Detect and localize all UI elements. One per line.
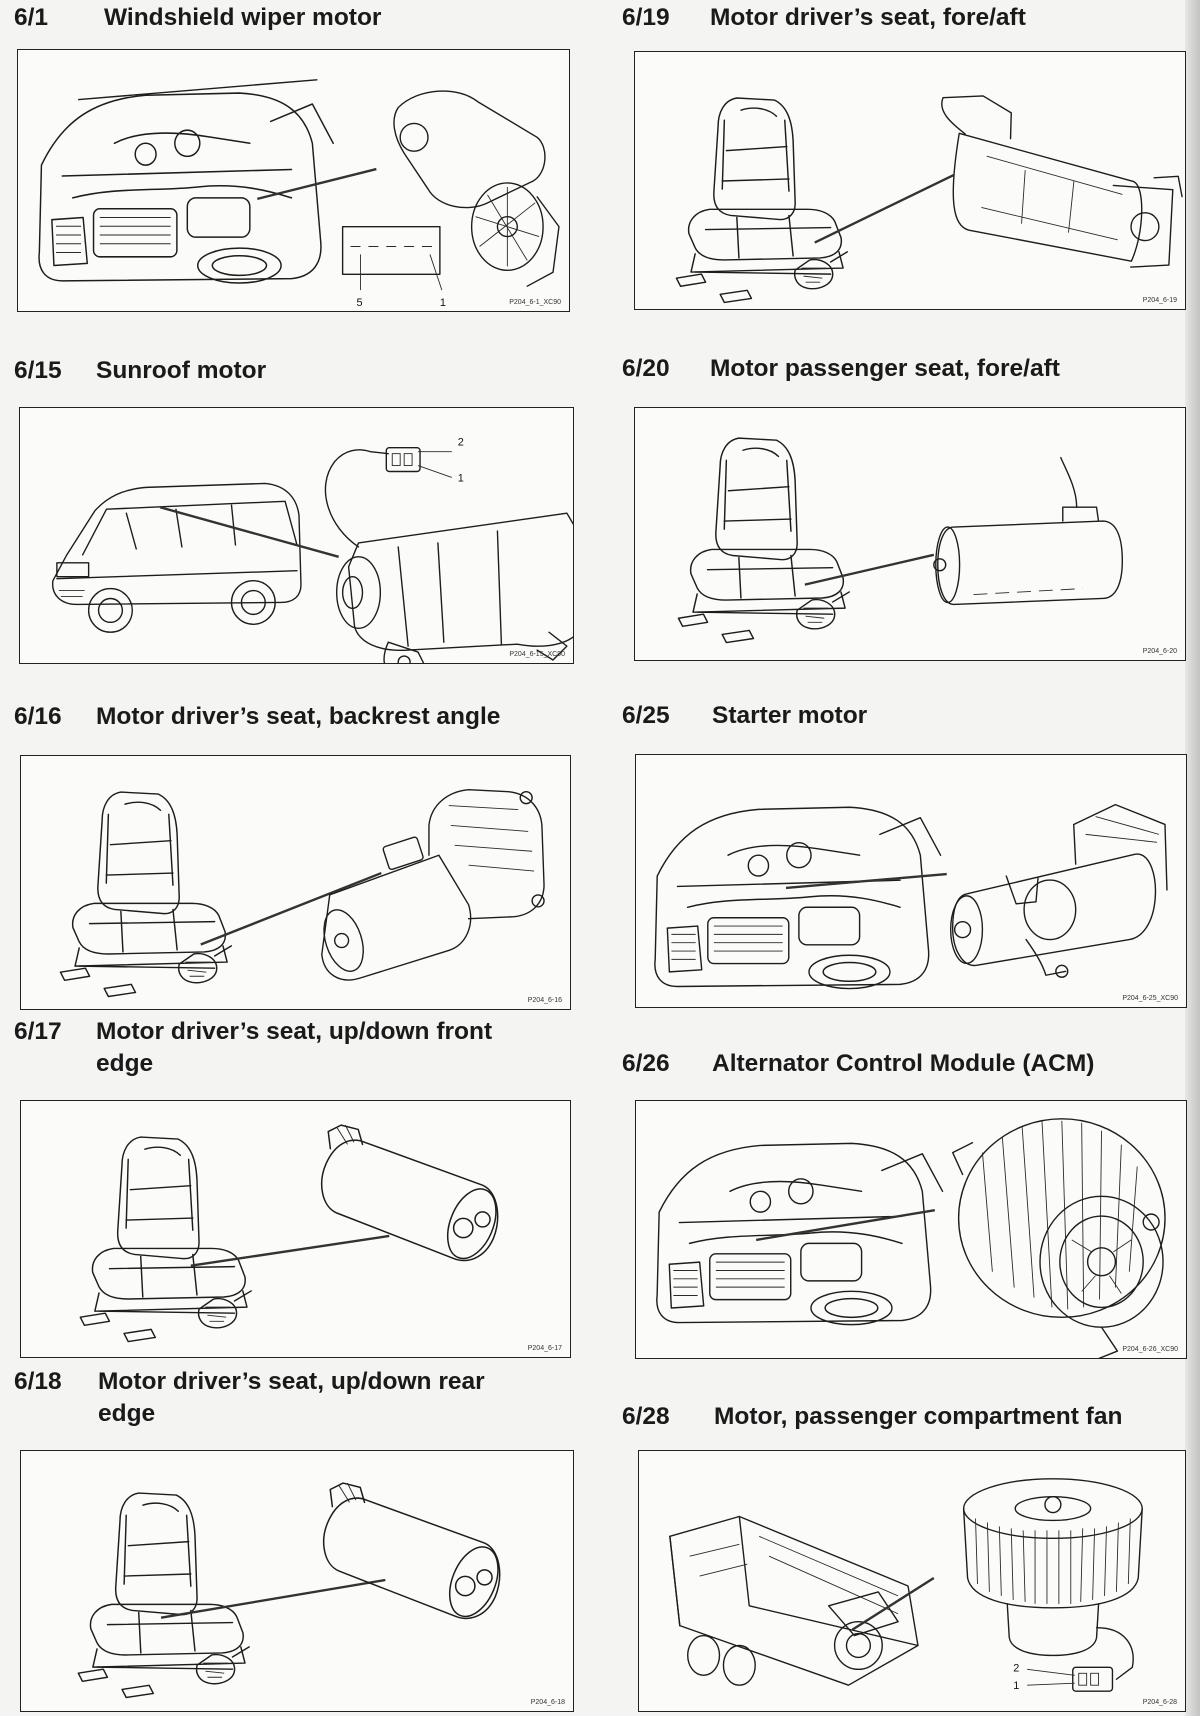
section-title: Motor driver’s seat, fore/aft [710, 4, 1026, 31]
alternator-illustration [656, 1118, 1166, 1358]
section-heading: 6/15 Sunroof motor [14, 355, 574, 389]
starter-motor-illustration [654, 803, 1168, 990]
figure-motor-drivers-seat-front-edge: P204_6-17 [20, 1100, 571, 1358]
passenger-seat-fore-aft-illustration [677, 437, 1124, 644]
connector-pin-label: 2 [458, 437, 464, 449]
sunroof-motor-illustration: 2 1 [52, 437, 573, 663]
figure-reference: P204_6-1_XC90 [509, 299, 561, 306]
drivers-seat-backrest-illustration [59, 789, 545, 998]
section-heading: 6/26 Alternator Control Module (ACM) [622, 1048, 1182, 1082]
section-title: Starter motor [712, 702, 868, 729]
figure-reference: P204_6-19 [1142, 297, 1177, 304]
connector-pin-label: 1 [458, 472, 464, 484]
section-code: 6/20 [622, 355, 670, 382]
connector-pin-label: 1 [1013, 1680, 1019, 1692]
figure-reference: P204_6-25_XC90 [1122, 995, 1178, 1002]
section-title: Motor driver’s seat, backrest angle [96, 703, 501, 730]
figure-reference: P204_6-28 [1142, 1699, 1177, 1706]
figure-passenger-compartment-fan-motor: 2 1 P204_6-28 [638, 1450, 1186, 1712]
figure-motor-passenger-seat-fore-aft: P204_6-20 [634, 407, 1186, 661]
figure-reference: P204_6-20 [1142, 648, 1177, 655]
section-code: 6/15 [14, 357, 62, 384]
figure-reference: P204_6-18 [530, 1699, 565, 1706]
section-title-line1: Motor driver’s seat, up/down front [96, 1018, 493, 1045]
compartment-fan-illustration: 2 1 [669, 1478, 1143, 1692]
section-code: 6/17 [14, 1018, 62, 1045]
figure-reference: P204_6-15_XC90 [509, 651, 565, 658]
section-code: 6/25 [622, 702, 670, 729]
figure-starter-motor: P204_6-25_XC90 [635, 754, 1187, 1008]
section-heading: 6/1 Windshield wiper motor [14, 2, 574, 36]
section-code: 6/19 [622, 4, 670, 31]
section-title: Motor, passenger compartment fan [714, 1403, 1123, 1430]
section-heading: 6/19 Motor driver’s seat, fore/aft [622, 2, 1182, 36]
figure-windshield-wiper-motor: 5 1 P204_6-1_XC90 [17, 49, 570, 312]
section-title: Alternator Control Module (ACM) [712, 1050, 1095, 1077]
section-code: 6/28 [622, 1403, 670, 1430]
section-title: Sunroof motor [96, 357, 267, 384]
scan-edge [1185, 0, 1200, 1716]
section-heading: 6/16 Motor driver’s seat, backrest angle [14, 701, 574, 735]
section-code: 6/26 [622, 1050, 670, 1077]
section-heading: 6/18 Motor driver’s seat, up/down rear e… [14, 1366, 574, 1434]
drivers-seat-front-edge-illustration [79, 1124, 507, 1343]
figure-motor-drivers-seat-backrest: P204_6-16 [20, 755, 571, 1010]
figure-alternator-control-module: P204_6-26_XC90 [635, 1100, 1187, 1359]
section-title-line2: edge [98, 1400, 156, 1427]
drivers-seat-rear-edge-illustration [77, 1482, 509, 1699]
section-code: 6/16 [14, 703, 62, 730]
section-heading: 6/20 Motor passenger seat, fore/aft [622, 353, 1182, 387]
connector-pin-label: 1 [440, 297, 446, 309]
figure-sunroof-motor: 2 1 P204_6-15_XC90 [19, 407, 574, 664]
section-code: 6/1 [14, 4, 49, 31]
windshield-wiper-motor-illustration: 5 1 [38, 79, 560, 309]
section-heading: 6/25 Starter motor [622, 700, 1182, 734]
figure-motor-drivers-seat-fore-aft: P204_6-19 [634, 51, 1186, 310]
section-title: Motor passenger seat, fore/aft [710, 355, 1060, 382]
figure-reference: P204_6-17 [527, 1345, 562, 1352]
figure-motor-drivers-seat-rear-edge: P204_6-18 [20, 1450, 574, 1712]
drivers-seat-fore-aft-illustration [675, 95, 1183, 304]
figure-reference: P204_6-16 [527, 997, 562, 1004]
section-title-line1: Motor driver’s seat, up/down rear [98, 1368, 485, 1395]
connector-pin-label: 5 [357, 297, 363, 309]
figure-reference: P204_6-26_XC90 [1122, 1346, 1178, 1353]
section-heading: 6/28 Motor, passenger compartment fan [622, 1401, 1182, 1435]
section-code: 6/18 [14, 1368, 62, 1395]
section-heading: 6/17 Motor driver’s seat, up/down front … [14, 1016, 574, 1084]
section-title-line2: edge [96, 1050, 154, 1077]
section-title: Windshield wiper motor [104, 4, 382, 31]
connector-pin-label: 2 [1013, 1662, 1019, 1674]
